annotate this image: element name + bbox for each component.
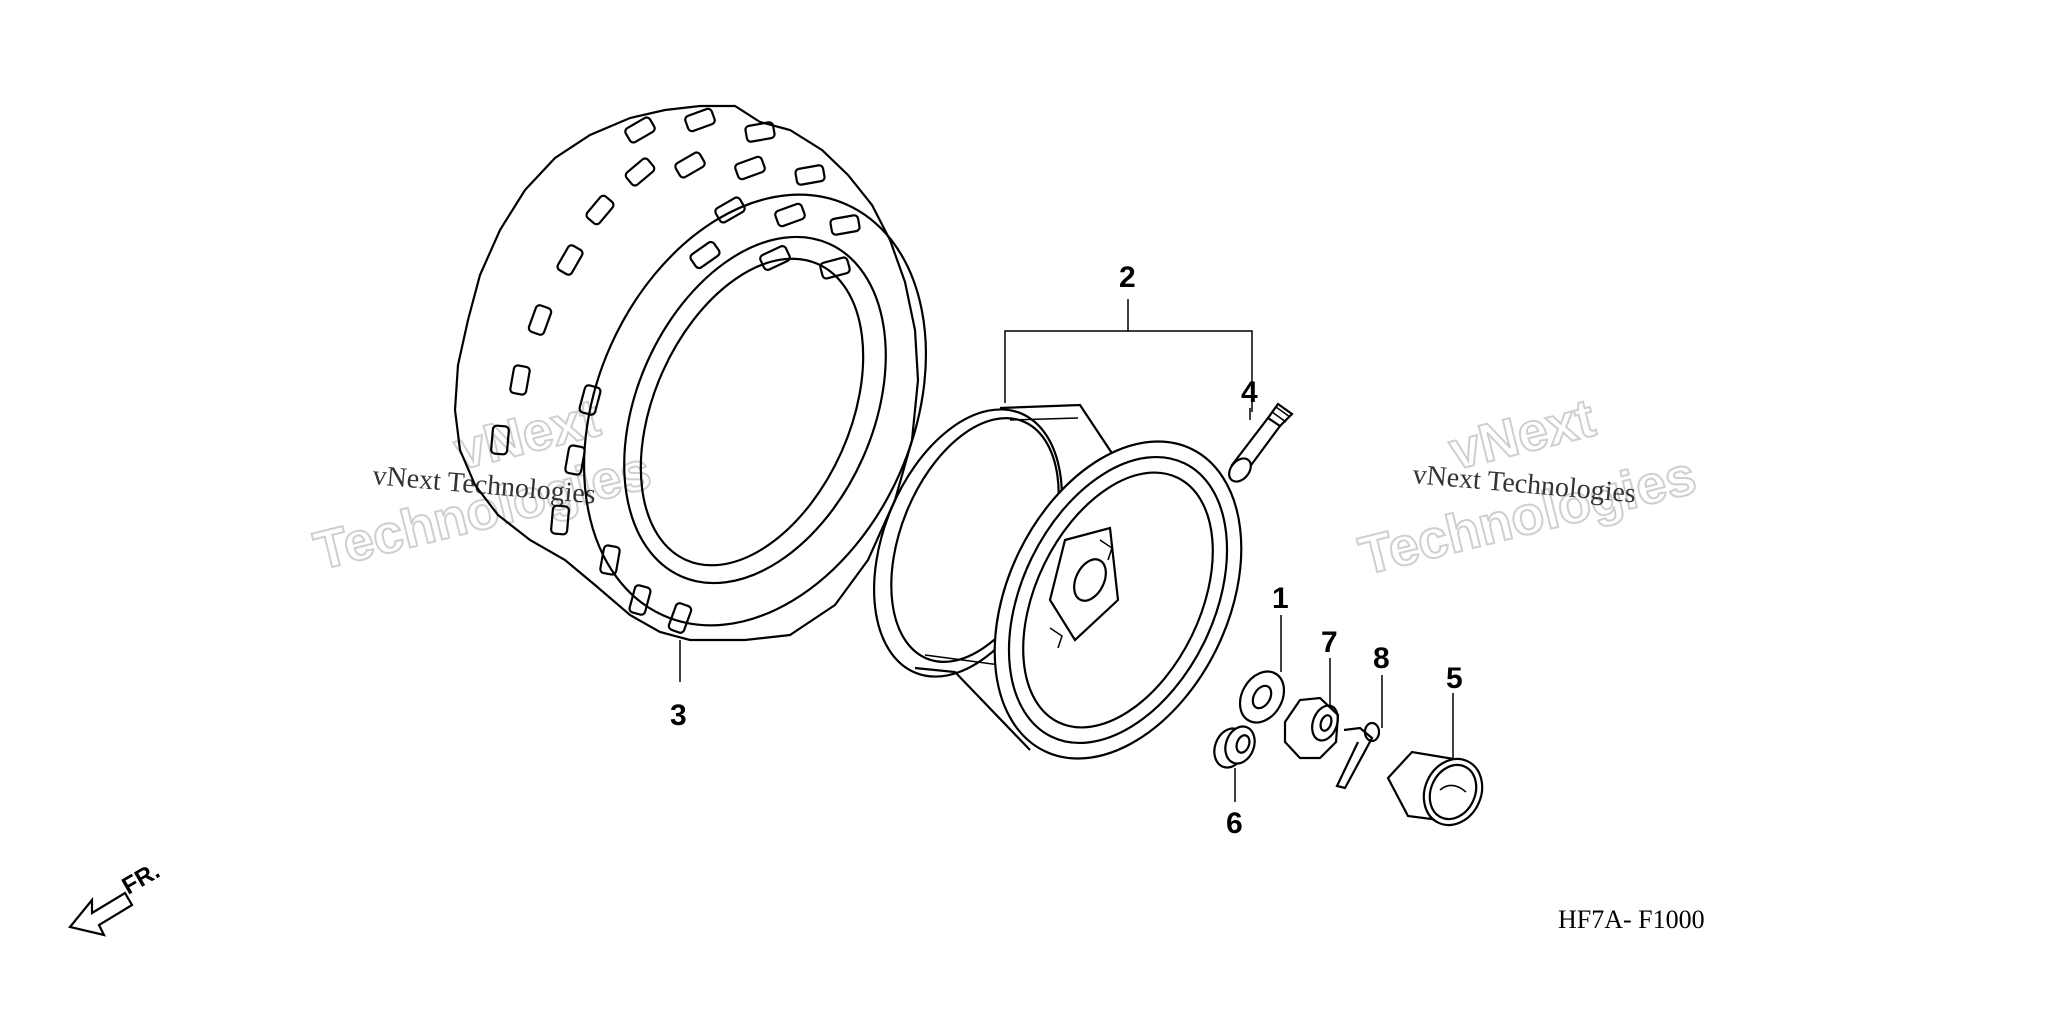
castle-nut-drawing [1283,696,1340,760]
tread-block [829,214,861,236]
tire-sidewall-outer [582,193,928,627]
tread-block [556,244,584,276]
rim-hub-hole [1073,558,1107,602]
tread-block [628,584,652,616]
tire-bead [639,257,865,567]
callout-6: 6 [1226,807,1243,840]
callout-1: 1 [1272,582,1289,615]
rim-lug-slot-1 [1099,539,1113,561]
tread-block [578,384,602,416]
tire-outline [453,104,920,642]
watermark-right-big-line2: Technologies [1353,445,1701,586]
tread-block [585,194,615,226]
leader-lines [679,299,1454,802]
washer-drawing [1238,670,1286,724]
callout-5: 5 [1446,662,1463,695]
tread-block [527,304,553,336]
tread-block [684,107,716,133]
callout-4: 4 [1241,376,1258,409]
tread-block [774,202,806,228]
tread-block [624,116,656,144]
tread-block [624,157,656,187]
tread-block [550,504,570,536]
tread-block [667,602,693,634]
rim-front-inner [1022,471,1214,729]
callout-3: 3 [670,699,687,732]
tire-tread-blocks [490,107,861,634]
tire-drawing [453,104,928,642]
flange-nut-drawing [1213,725,1256,769]
arrow-down-left-icon [68,891,134,937]
tread-block [794,164,826,186]
tread-block [819,256,851,280]
tread-block [509,364,531,396]
watermark-left: vNext Technologies vNext Technologies [307,387,657,583]
figure-code: HF7A- F1000 [1558,905,1705,934]
hub-cap-drawing [1386,750,1484,827]
front-direction-indicator: FR. [68,857,164,937]
tread-block [689,240,721,270]
tread-block [490,424,510,456]
rim-center-disc [1048,526,1120,642]
tread-block [734,155,766,181]
callout-8: 8 [1373,642,1390,675]
tire-sidewall-inner [623,235,887,585]
rim-lug-slot-2 [1049,627,1063,649]
tread-block [674,151,706,179]
tread-block [599,544,621,576]
rim-barrel-line-1 [1009,417,1079,421]
callout-2: 2 [1119,261,1136,294]
tread-block [564,444,586,476]
wheel-rim-drawing [873,403,1243,760]
valve-stem-drawing [1228,402,1294,483]
watermark-right: vNext Technologies vNext Technologies [1352,387,1702,588]
rim-barrel-line-2 [924,654,1001,666]
tread-block [744,121,776,143]
rim-barrel-bottom [914,666,1031,751]
cotter-pin-drawing [1335,721,1381,790]
rim-front-bead [1007,455,1229,745]
tread-block [759,245,791,271]
callout-labels: 1 2 3 4 5 6 7 8 [670,261,1463,840]
callout-7: 7 [1321,626,1338,659]
tread-block [714,196,746,224]
